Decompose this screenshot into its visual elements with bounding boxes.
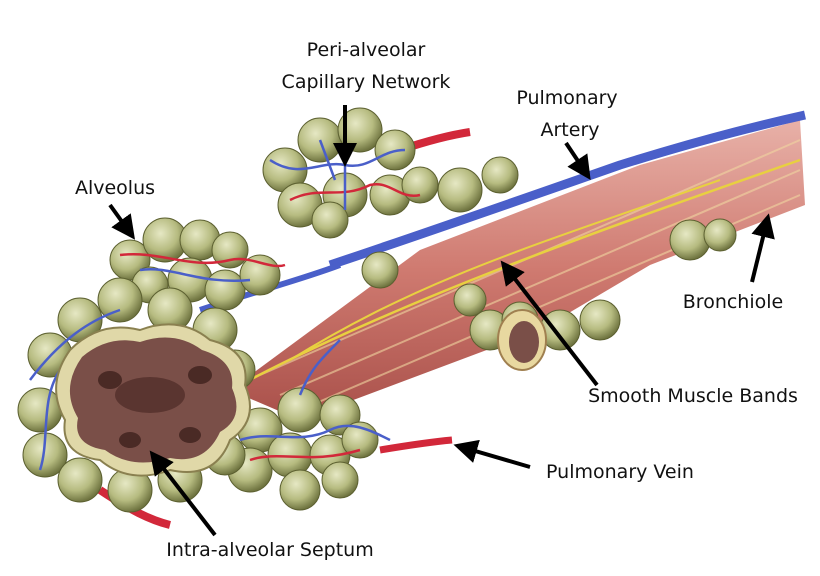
pulmonary-vein-vessel (379, 436, 453, 454)
label-bronchiole: Bronchiole (682, 291, 784, 313)
pointer-arrows (108, 105, 775, 537)
label-pulmonary-artery-line2: Artery (540, 119, 600, 141)
label-smooth-muscle-bands: Smooth Muscle Bands (588, 385, 798, 407)
alveolar-cross-section (55, 323, 251, 477)
label-pulmonary-artery-line1: Pulmonary (516, 87, 618, 109)
arrow-smooth-muscle (500, 260, 599, 387)
bronchiole-tube (230, 120, 805, 420)
label-intra-alveolar-septum: Intra-alveolar Septum (166, 539, 374, 561)
label-peri-alveolar-line1: Peri-alveolar (306, 39, 426, 61)
label-alveolus: Alveolus (74, 177, 156, 199)
arrow-septum (149, 450, 217, 537)
label-pulmonary-vein: Pulmonary Vein (546, 461, 694, 483)
pulmonary-artery (328, 110, 806, 270)
label-peri-alveolar-line2: Capillary Network (281, 71, 451, 93)
capillary-network (29, 139, 421, 471)
arrow-vein (453, 439, 531, 469)
arrow-artery (564, 141, 591, 180)
arrow-bronchiole (750, 213, 775, 283)
arrow-alveolus (108, 203, 136, 240)
alveolar-clusters (17, 107, 737, 513)
